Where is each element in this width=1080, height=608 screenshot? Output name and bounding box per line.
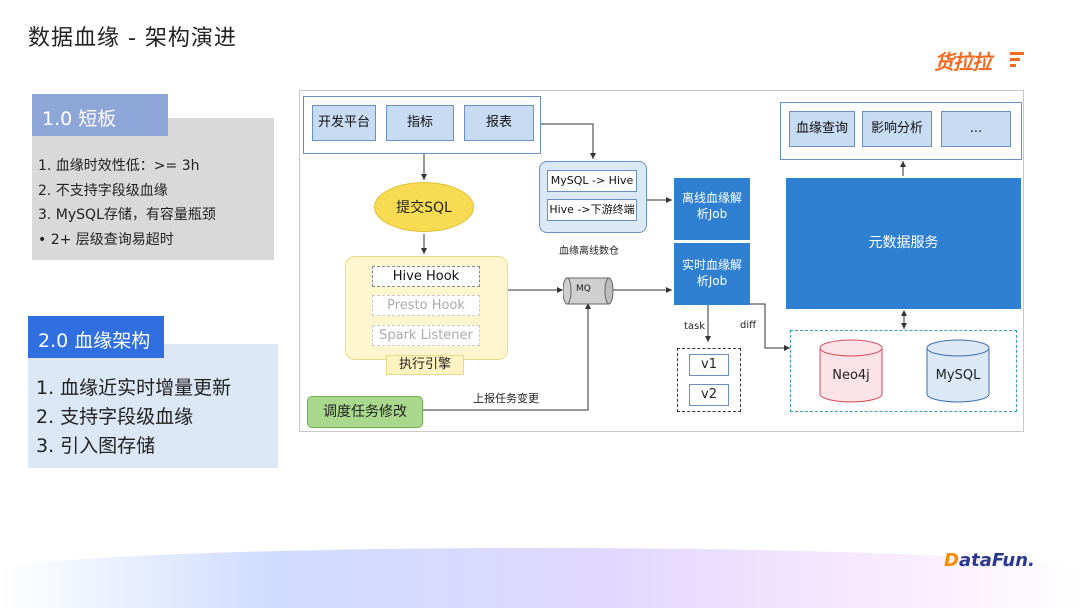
list-item: • 2+ 层级查询易超时 xyxy=(38,231,174,248)
source-group xyxy=(303,96,541,154)
execution-engine-label: 执行引擎 xyxy=(386,355,464,375)
app-group xyxy=(780,102,1022,160)
storage-group xyxy=(790,330,1017,412)
neo4j-cylinder-icon xyxy=(819,339,883,403)
mq-cylinder-icon xyxy=(563,277,614,305)
list-item: 2. 支持字段级血缘 xyxy=(36,406,194,428)
diff-label: diff xyxy=(740,320,757,331)
version-v1: v1 xyxy=(689,354,729,376)
spark-listener-node: Spark Listener xyxy=(372,325,480,346)
app-lineage-query: 血缘查询 xyxy=(789,111,855,147)
source-reports: 报表 xyxy=(464,105,534,141)
v1-heading: 1.0 短板 xyxy=(32,94,168,136)
offline-warehouse-caption: 血缘离线数仓 xyxy=(559,246,619,257)
offline-hive-downstream: Hive ->下游终端 xyxy=(547,199,637,221)
submit-sql-node: 提交SQL xyxy=(374,182,474,232)
page-title: 数据血缘 - 架构演进 xyxy=(28,26,237,51)
offline-parse-job: 离线血缘解析Job xyxy=(674,178,750,240)
list-item: 2. 不支持字段级血缘 xyxy=(38,182,168,199)
v2-heading: 2.0 血缘架构 xyxy=(28,316,164,358)
neo4j-label: Neo4j xyxy=(832,368,870,383)
metadata-service: 元数据服务 xyxy=(786,178,1021,309)
list-item: 1. 血缘时效性低：>= 3h xyxy=(38,158,200,174)
mysql-label: MySQL xyxy=(935,368,981,383)
list-item: 1. 血缘近实时增量更新 xyxy=(36,377,232,399)
v1-panel xyxy=(32,118,274,260)
logo-speed-icon xyxy=(1010,52,1024,68)
realtime-parse-job: 实时血缘解析Job xyxy=(674,243,750,305)
datafun-logo: DataFun. xyxy=(944,550,1035,571)
version-store xyxy=(677,348,741,412)
source-metrics: 指标 xyxy=(386,105,454,141)
v2-panel xyxy=(28,344,278,468)
version-v2: v2 xyxy=(689,384,729,406)
app-more: ... xyxy=(941,111,1011,147)
mysql-cylinder-icon xyxy=(926,339,990,403)
hive-hook-node: Hive Hook xyxy=(372,266,480,287)
list-item: 3. 引入图存储 xyxy=(36,435,156,457)
presto-hook-node: Presto Hook xyxy=(372,295,480,316)
source-dev-platform: 开发平台 xyxy=(312,105,376,141)
offline-mysql-hive: MySQL -> Hive xyxy=(547,170,637,192)
report-change-label: 上报任务变更 xyxy=(473,392,539,405)
list-item: 3. MySQL存储，有容量瓶颈 xyxy=(38,207,216,223)
footer-wave xyxy=(0,548,1080,608)
schedule-change-node: 调度任务修改 xyxy=(307,396,423,428)
task-label: task xyxy=(684,321,706,332)
v1-list: 1. 血缘时效性低：>= 3h 2. 不支持字段级血缘 3. MySQL存储，有… xyxy=(38,154,216,252)
huolala-logo: 货拉拉 xyxy=(934,50,992,74)
mq-label: MQ xyxy=(576,284,591,294)
v2-list: 1. 血缘近实时增量更新 2. 支持字段级血缘 3. 引入图存储 xyxy=(36,374,231,461)
app-impact-analysis: 影响分析 xyxy=(862,111,932,147)
